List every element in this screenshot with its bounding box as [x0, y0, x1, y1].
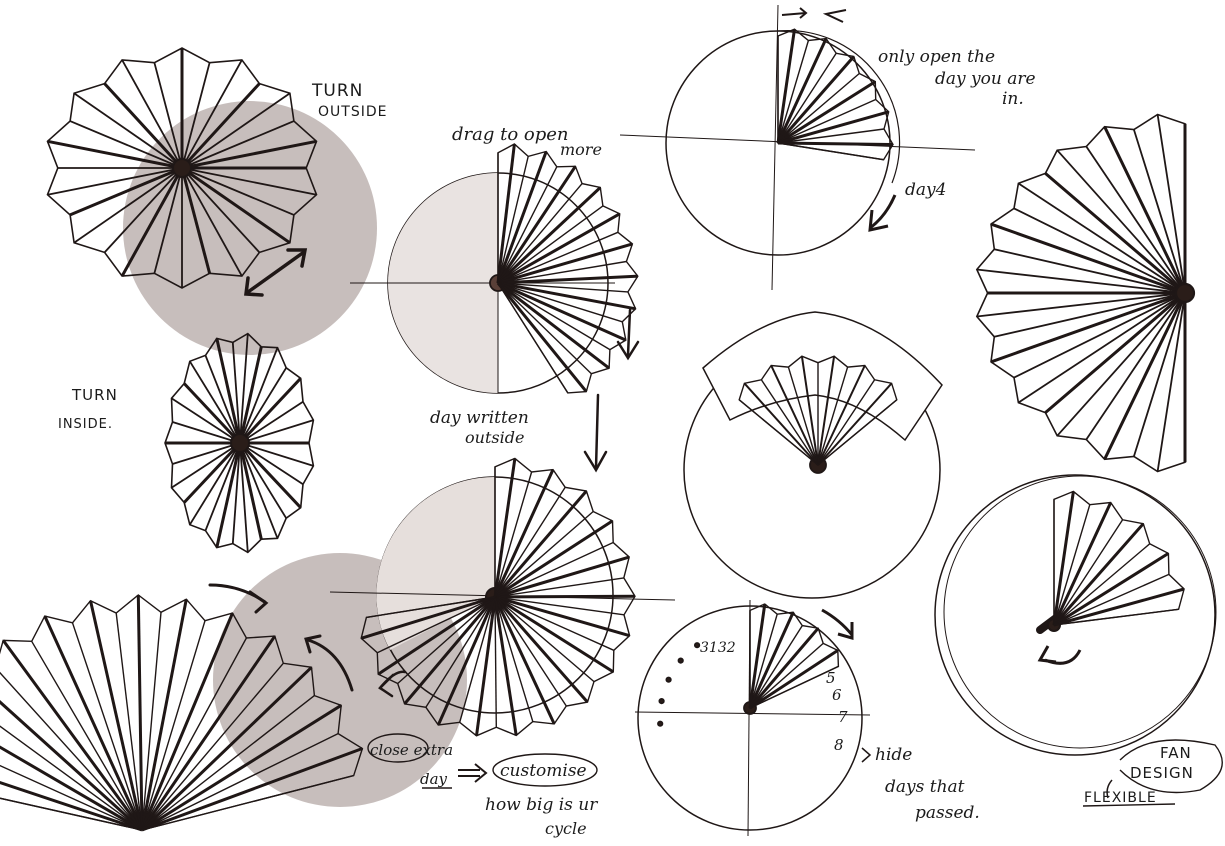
- half-fan-circle-sketch: [350, 144, 638, 393]
- drag-open-label: drag to open: [452, 124, 569, 145]
- day-dot: [658, 722, 662, 726]
- day-number-3132: 3132: [700, 640, 736, 656]
- day-number-8: 8: [834, 736, 844, 754]
- pleat-stroke: [498, 283, 586, 392]
- day-dot: [695, 643, 699, 647]
- day-dot: [679, 658, 683, 662]
- turn-inside-label-2: INSIDE.: [58, 417, 113, 432]
- day-number-7: 7: [838, 708, 848, 726]
- drag-open-label-2: more: [560, 140, 602, 159]
- pleat-stroke: [994, 249, 1185, 293]
- pleat-stroke: [142, 613, 233, 830]
- only-open-label-2: day you are: [935, 69, 1036, 89]
- how-big-label: how big is ur: [485, 795, 598, 815]
- right-fan-sketch: [977, 115, 1194, 472]
- pleat-stroke: [495, 557, 629, 597]
- day-written-label-2: outside: [465, 428, 524, 447]
- pleat-stroke: [138, 595, 142, 830]
- passed-label: passed.: [915, 803, 980, 823]
- day-dot: [659, 699, 663, 703]
- fan-design-sketch: [935, 475, 1216, 755]
- pleat-stroke: [1045, 293, 1185, 413]
- pleat-stroke: [778, 143, 893, 145]
- pleat-stroke: [994, 293, 1185, 337]
- only-open-label-3: in.: [1002, 89, 1024, 109]
- close-extra-day-label: day: [420, 770, 448, 788]
- pleat-stroke: [495, 597, 630, 636]
- top-fan-circle-sketch: [684, 312, 942, 598]
- close-extra-label: close extra: [370, 741, 453, 759]
- pleat-stroke: [32, 641, 142, 830]
- pleat-stroke: [45, 616, 142, 830]
- day-dial-sketch: [635, 600, 870, 836]
- pleat-stroke: [1134, 130, 1185, 293]
- day4-label: day4: [905, 180, 946, 200]
- turn-outside-label: TURN: [311, 81, 363, 101]
- pleat-stroke: [495, 596, 635, 597]
- days-that-label: days that: [885, 777, 965, 797]
- turn-outside-label-2: OUTSIDE: [318, 104, 387, 120]
- turn-inside-label: TURN: [71, 386, 118, 404]
- hub: [1176, 284, 1194, 302]
- design-label: DESIGN: [1130, 764, 1194, 782]
- day-number-6: 6: [832, 686, 842, 704]
- day-written-label: day written: [430, 408, 529, 428]
- hub: [231, 434, 249, 452]
- implies-arrow-icon: [458, 764, 486, 782]
- fan-label: FAN: [1160, 744, 1192, 762]
- pleat-stroke: [1045, 173, 1185, 293]
- pleat-stroke: [495, 597, 496, 727]
- cycle-label: cycle: [545, 819, 587, 838]
- hub: [173, 159, 191, 177]
- hide-label: hide: [875, 745, 912, 765]
- flexible-label: FLEXIBLE: [1084, 790, 1157, 806]
- customise-label: customise: [500, 761, 587, 781]
- only-open-label: only open the: [878, 47, 995, 67]
- pleat-stroke: [750, 643, 823, 708]
- pleat-stroke: [1134, 293, 1185, 456]
- pleated-oval-sketch: [165, 334, 313, 553]
- day-number-5: 5: [826, 669, 836, 687]
- day-dot: [666, 678, 670, 682]
- hide-bracket: [862, 748, 870, 762]
